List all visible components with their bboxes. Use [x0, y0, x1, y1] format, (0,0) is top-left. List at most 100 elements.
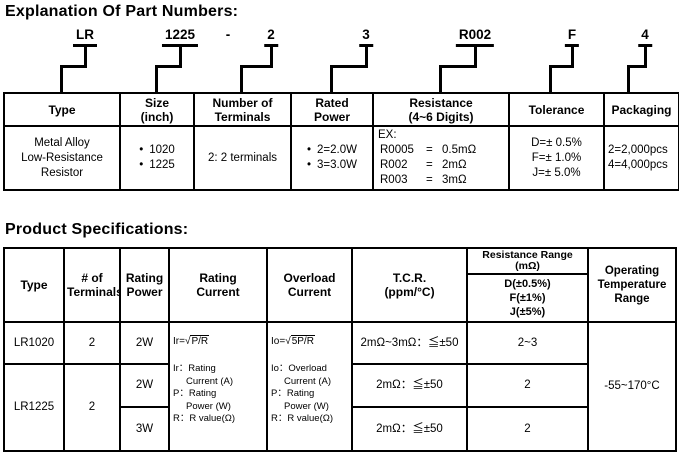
res-code: R002	[380, 159, 408, 171]
cell-tolerances: D=± 0.5% F=± 1.0% J=± 5.0%	[508, 125, 605, 191]
header-line: Overload	[283, 271, 336, 285]
legend-line: Current (A)	[284, 375, 331, 387]
rating-current-legend: Ir：Rating Current (A) P：Rating Power (W)…	[173, 363, 265, 426]
header-line: Range	[614, 293, 650, 305]
header-line: Rating	[199, 271, 237, 285]
header-line: Current	[196, 285, 240, 299]
type-line: Low-Resistance	[21, 151, 103, 164]
resistance-range-tolerances: D(±0.5%) F(±1%) J(±5%)	[469, 275, 586, 320]
header-line: Size	[144, 95, 169, 110]
header-line: Resistance	[409, 95, 473, 110]
section-title-product-specs: Product Specifications:	[5, 221, 189, 238]
res-code: R003	[380, 174, 408, 186]
header-line: Resistance Range	[482, 249, 573, 261]
cell-type-lr1225: LR1225	[3, 363, 65, 452]
formula-prefix: Ir=	[173, 336, 185, 347]
col-header-resistance: Resistance (4~6 Digits)	[372, 92, 510, 127]
resistance-ex-label: EX:	[378, 129, 397, 141]
spec-header-rating-power: Rating Power	[119, 247, 170, 323]
spec-header-terminals: # of Terminals	[63, 247, 121, 323]
legend-line: Power (W)	[284, 400, 329, 412]
header-line: (ppm/°C)	[384, 285, 435, 299]
part-segment-packaging: 4	[638, 27, 652, 47]
part-segment-dash: -	[225, 27, 231, 42]
spec-table: Type # of Terminals Rating Power Rating …	[3, 247, 677, 452]
cell-terminals: 2: 2 terminals	[193, 125, 292, 191]
part-segment-tolerance: F	[564, 27, 580, 47]
radical-icon: √	[184, 336, 191, 347]
part-segment-resistance: R002	[455, 27, 495, 47]
col-header-packaging: Packaging	[603, 92, 679, 127]
header-line: Rated	[315, 95, 349, 110]
type-line: Metal Alloy	[34, 136, 90, 149]
equals-sign: =	[426, 144, 433, 156]
legend-line: Ir：Rating	[173, 363, 216, 374]
tolerance-option: J=± 5.0%	[532, 166, 581, 179]
rating-current-formula: Ir=√P/R	[173, 334, 265, 349]
col-header-size: Size (inch)	[119, 92, 195, 127]
overload-current-legend: Io：Overload Current (A) P：Rating Power (…	[271, 363, 350, 426]
bullet-icon: •	[307, 159, 312, 171]
cell-rated-power: •2=2.0W •3=3.0W	[290, 125, 374, 191]
res-value: 3mΩ	[442, 174, 467, 186]
col-header-tolerance: Tolerance	[508, 92, 605, 127]
header-line: (inch)	[140, 109, 174, 124]
legend-line: P：Rating	[173, 388, 217, 399]
res-code: R0005	[380, 144, 414, 156]
part-segment-terminals: 2	[264, 27, 278, 47]
header-line: Terminals	[214, 109, 271, 124]
col-header-terminals: Number of Terminals	[193, 92, 292, 127]
header-line: Temperature	[597, 279, 667, 291]
cell-terminals-lr1225: 2	[63, 363, 121, 452]
header-line: Packaging	[611, 102, 672, 117]
explanation-data-row: Metal Alloy Low-Resistance Resistor •102…	[3, 125, 679, 191]
equals-sign: =	[426, 174, 433, 186]
cell-tcr-lr1020: 2mΩ~3mΩ：≦±50	[351, 321, 468, 365]
legend-line: Io：Overload	[271, 363, 327, 374]
cell-range-lr1020: 2~3	[466, 321, 589, 365]
cell-terminals-lr1020: 2	[63, 321, 121, 365]
equals-sign: =	[426, 159, 433, 171]
spec-header-type: Type	[3, 247, 65, 323]
packaging-option: 2=2,000pcs	[608, 144, 668, 156]
col-header-type: Type	[3, 92, 121, 127]
cell-packaging: 2=2,000pcs 4=4,000pcs	[603, 125, 679, 191]
header-line: J(±5%)	[509, 306, 546, 318]
terminals-value: 2: 2 terminals	[207, 151, 278, 164]
header-line: T.C.R.	[392, 271, 427, 285]
explanation-header-row: Type Size (inch) Number of Terminals Rat…	[3, 92, 679, 127]
legend-line: Power (W)	[186, 400, 231, 412]
cell-rating-current: Ir=√P/R Ir：Rating Current (A) P：Rating P…	[168, 321, 268, 452]
cell-power-lr1225-2w: 2W	[119, 363, 170, 408]
res-value: 0.5mΩ	[442, 144, 477, 156]
header-line: Power	[313, 109, 350, 124]
size-option: 1020	[149, 144, 175, 156]
explanation-table: Type Size (inch) Number of Terminals Rat…	[3, 92, 679, 191]
bullet-icon: •	[139, 144, 144, 156]
header-line: Power	[126, 285, 163, 299]
header-line: Terminals	[67, 285, 120, 299]
header-line: (mΩ)	[515, 260, 540, 272]
header-line: F(±1%)	[509, 292, 546, 304]
radicand: 5P/R	[290, 335, 315, 347]
resistance-range-title: Resistance Range (mΩ)	[469, 249, 586, 275]
cell-tcr-lr1225-2w: 2mΩ：≦±50	[351, 363, 468, 408]
header-line: D(±0.5%)	[504, 278, 551, 290]
header-line: # of	[81, 271, 103, 285]
spec-header-operating-range: Operating Temperature Range	[587, 247, 677, 323]
header-line: Rating	[125, 271, 164, 285]
header-line: Current	[287, 285, 332, 299]
part-segment-series: LR	[73, 27, 97, 47]
cell-range-lr1225-2w: 2	[466, 363, 589, 408]
cell-type-lr1020: LR1020	[3, 321, 65, 365]
power-option: 2=2.0W	[317, 144, 357, 156]
cell-operating-range: -55~170°C	[587, 321, 677, 452]
power-option: 3=3.0W	[317, 159, 357, 171]
section-title-part-numbers: Explanation Of Part Numbers:	[5, 3, 239, 20]
cell-resistance-examples: EX: R0005 = 0.5mΩ R002 = 2mΩ R003 = 3mΩ	[372, 125, 510, 191]
legend-line: P：Rating	[271, 388, 315, 399]
header-line: Number of	[212, 95, 273, 110]
spec-row-lr1225-3w: 3W 2mΩ：≦±50 2	[4, 406, 676, 452]
spec-header-overload-current: Overload Current	[266, 247, 353, 323]
